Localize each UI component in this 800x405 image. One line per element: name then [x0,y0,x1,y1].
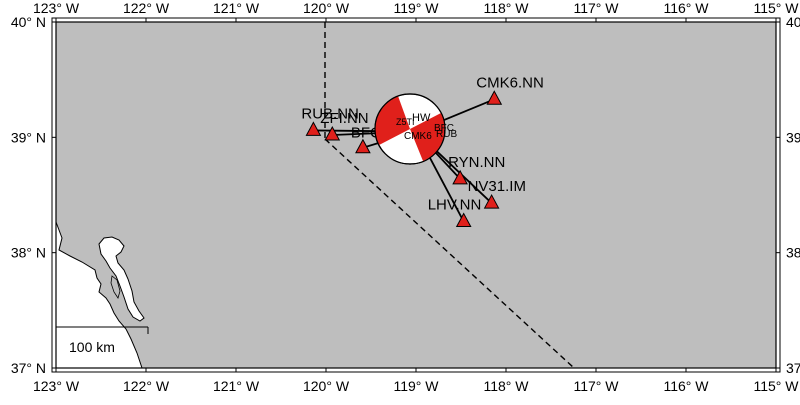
station-label-nv31-im: NV31.IM [468,178,526,195]
beachball-label-cmk6: CMK6 [404,131,432,142]
lon-label-bottom: 116° W [663,378,709,394]
lon-label-bottom: 115° W [753,378,799,394]
lon-label-bottom: 121° W [213,378,260,394]
map-area: CMK6.NNRUB.NNZFI.NNBFCRYN.NNNV31.IMLHV.N… [56,22,776,368]
station-label-rub-nn: RUB.NN [301,105,359,122]
lat-label-right: 38 [786,245,800,261]
beachball-label-bfc: BFC [434,123,454,134]
lon-label-top: 120° W [303,0,350,16]
lat-label-left: 39° N [11,129,46,145]
station-label-bfc: BFC [351,125,381,142]
california-land [56,221,143,368]
lat-label-right: 40 [786,14,800,30]
lat-label-left: 40° N [11,14,46,30]
station-marker-ryn-nn [452,169,468,185]
beachball-label-rub: RUB [436,129,457,140]
lon-label-top: 122° W [123,0,170,16]
lon-label-bottom: 117° W [573,378,619,394]
station-label-zfi-nn: ZFI.NN [320,110,368,127]
station-label-cmk6-nn: CMK6.NN [476,74,544,91]
station-marker-cmk6-nn [486,90,503,105]
compression-quadrant-east [410,113,445,161]
compression-quadrant-west [375,96,410,145]
bay-island [110,275,121,299]
station-marker-rub-nn [305,121,322,136]
lon-label-bottom: 118° W [483,378,529,394]
lon-label-top: 115° W [753,0,799,16]
station-marker-nv31-im [483,194,500,209]
frame-ticks [52,18,780,372]
beachball-label-z5ti: Z5TI [396,117,415,127]
station-marker-zfi-nn [324,125,341,141]
lon-label-top: 118° W [483,0,529,16]
lon-label-top: 121° W [213,0,260,16]
lon-label-bottom: 122° W [123,378,170,394]
lon-label-top: 123° W [33,0,80,16]
lon-label-bottom: 123° W [33,378,80,394]
stations: CMK6.NNRUB.NNZFI.NNBFCRYN.NNNV31.IMLHV.N… [301,74,544,228]
station-label-lhv-nn: LHV.NN [428,197,482,214]
axis-labels: 123° W 123° W 122° W 122° W 121° W 121° W 120°… [11,0,800,394]
map-background [56,22,776,368]
focal-mechanism-beachball: HW Z5TI BFC RUB CMK6 [374,93,457,165]
lat-label-left: 38° N [11,245,46,261]
lon-label-top: 117° W [573,0,619,16]
lon-label-top: 119° W [393,0,439,16]
station-marker-bfc [355,138,371,154]
lat-label-right: 39 [786,129,800,145]
lon-label-top: 116° W [663,0,709,16]
lat-label-left: 37° N [11,360,46,376]
station-label-ryn-nn: RYN.NN [448,154,505,171]
bay-shoreline [98,236,145,322]
lon-label-bottom: 120° W [303,378,350,394]
scale-bar-label: 100 km [69,339,115,355]
state-border-diagonal [324,138,575,368]
beachball-label-hw: HW [412,112,431,124]
lat-label-right: 37 [786,360,800,376]
lon-label-bottom: 119° W [393,378,439,394]
station-marker-lhv-nn [455,212,472,228]
scale-bar: 100 km [56,326,149,355]
